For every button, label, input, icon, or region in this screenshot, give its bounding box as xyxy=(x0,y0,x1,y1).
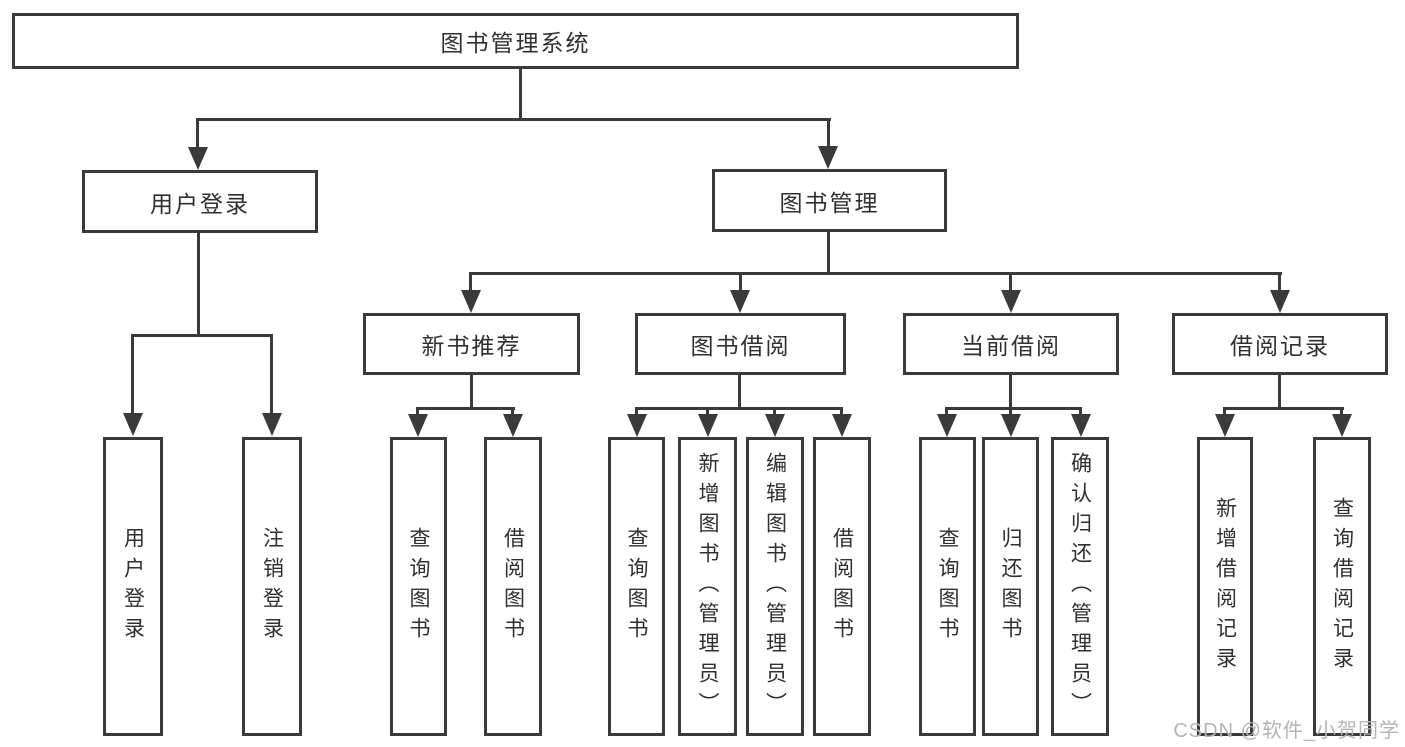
arrowhead-down-icon xyxy=(1215,414,1235,437)
leaf-return-book: 归还图书 xyxy=(982,437,1039,736)
leaf-label: 用户登录 xyxy=(121,526,145,647)
connector-drop xyxy=(840,407,843,417)
connector-bookmgmt-trunk xyxy=(827,232,830,275)
leaf-query-borrow-record: 查询借阅记录 xyxy=(1313,437,1371,736)
leaf-label: 归还图书 xyxy=(999,526,1022,647)
arrowhead-down-icon xyxy=(937,414,957,437)
arrowhead-down-icon xyxy=(1071,414,1091,437)
connector-bookmgmt-rail xyxy=(470,272,1282,275)
arrowhead-down-icon xyxy=(123,413,143,436)
node-book-borrow: 图书借阅 xyxy=(635,313,846,375)
connector-borrowrecords-rail xyxy=(1224,407,1344,410)
arrowhead-down-icon xyxy=(262,413,282,436)
node-new-book-recommend: 新书推荐 xyxy=(363,313,580,375)
connector-drop xyxy=(1278,272,1281,293)
csdn-watermark: CSDN @软件_小贺同学 xyxy=(1173,720,1400,742)
connector-bookborrow-rail xyxy=(636,407,843,410)
arrowhead-down-icon xyxy=(1001,414,1021,437)
connector-userlogin-rail xyxy=(132,334,273,337)
connector-bookborrow-trunk xyxy=(738,375,741,410)
connector-drop xyxy=(1009,407,1012,417)
leaf-add-borrow-record: 新增借阅记录 xyxy=(1197,437,1253,736)
connector-drop xyxy=(1079,407,1082,417)
connector-drop xyxy=(635,407,638,417)
leaf-label: 编辑图书（管理员） xyxy=(763,451,787,722)
leaf-label: 确认归还（管理员） xyxy=(1068,451,1092,722)
arrowhead-down-icon xyxy=(503,414,523,437)
leaf-label: 注销登录 xyxy=(260,526,284,647)
node-book-management: 图书管理 xyxy=(712,169,947,232)
node-label: 图书借阅 xyxy=(690,333,791,359)
node-borrow-records: 借阅记录 xyxy=(1172,313,1388,375)
leaf-logout: 注销登录 xyxy=(242,437,302,736)
leaf-add-book-admin: 新增图书（管理员） xyxy=(678,437,737,736)
leaf-label: 查询图书 xyxy=(625,526,648,647)
leaf-user-login: 用户登录 xyxy=(103,437,163,736)
connector-drop xyxy=(511,407,514,417)
connector-drop xyxy=(416,407,419,417)
connector-currentborrow-trunk xyxy=(1009,375,1012,410)
node-label: 用户登录 xyxy=(150,190,250,217)
connector-borrowrecords-trunk xyxy=(1278,375,1281,410)
connector-drop xyxy=(270,334,273,416)
leaf-label: 借阅图书 xyxy=(830,526,854,647)
arrowhead-down-icon xyxy=(188,147,208,170)
leaf-edit-book-admin: 编辑图书（管理员） xyxy=(746,437,804,736)
connector-newbook-rail xyxy=(417,407,515,410)
leaf-confirm-return-admin: 确认归还（管理员） xyxy=(1051,437,1109,736)
connector-drop xyxy=(131,334,134,416)
connector-drop xyxy=(706,407,709,417)
connector-drop xyxy=(196,118,199,149)
leaf-label: 查询借阅记录 xyxy=(1330,496,1354,677)
arrowhead-down-icon xyxy=(1001,290,1021,313)
arrowhead-down-icon xyxy=(765,414,785,437)
leaf-query-books-borrow: 查询图书 xyxy=(608,437,665,736)
connector-drop xyxy=(773,407,776,417)
leaf-borrow-books: 借阅图书 xyxy=(813,437,871,736)
arrowhead-down-icon xyxy=(461,290,481,313)
node-label: 图书管理系统 xyxy=(440,30,591,56)
leaf-query-books-recommend: 查询图书 xyxy=(390,437,447,736)
connector-drop xyxy=(1340,407,1343,417)
connector-root-trunk xyxy=(519,69,522,120)
node-label: 当前借阅 xyxy=(961,333,1061,359)
node-label: 新书推荐 xyxy=(421,333,522,359)
arrowhead-down-icon xyxy=(1270,290,1290,313)
connector-root-rail xyxy=(197,118,831,121)
node-current-borrow: 当前借阅 xyxy=(903,313,1119,375)
arrowhead-down-icon xyxy=(627,414,647,437)
connector-currentborrow-rail xyxy=(946,407,1082,410)
leaf-label: 查询图书 xyxy=(407,526,430,647)
arrowhead-down-icon xyxy=(698,414,718,437)
node-user-login: 用户登录 xyxy=(82,170,318,233)
node-label: 图书管理 xyxy=(779,189,880,216)
connector-newbook-trunk xyxy=(470,375,473,410)
leaf-query-books-current: 查询图书 xyxy=(919,437,976,736)
leaf-label: 新增图书（管理员） xyxy=(696,451,719,722)
arrowhead-down-icon xyxy=(730,290,750,313)
arrowhead-down-icon xyxy=(832,414,852,437)
leaf-borrow-books-recommend: 借阅图书 xyxy=(484,437,542,736)
connector-drop xyxy=(469,272,472,293)
connector-drop xyxy=(739,272,742,293)
connector-drop xyxy=(1009,272,1012,293)
leaf-label: 新增借阅记录 xyxy=(1213,496,1237,677)
leaf-label: 借阅图书 xyxy=(501,526,525,647)
connector-drop xyxy=(1223,407,1226,417)
node-library-system: 图书管理系统 xyxy=(12,13,1019,69)
arrowhead-down-icon xyxy=(1332,414,1352,437)
arrowhead-down-icon xyxy=(408,414,428,437)
connector-drop xyxy=(827,118,830,149)
node-label: 借阅记录 xyxy=(1230,333,1330,359)
connector-userlogin-trunk xyxy=(197,233,200,336)
connector-drop xyxy=(945,407,948,417)
leaf-label: 查询图书 xyxy=(936,526,959,647)
arrowhead-down-icon xyxy=(818,146,838,169)
